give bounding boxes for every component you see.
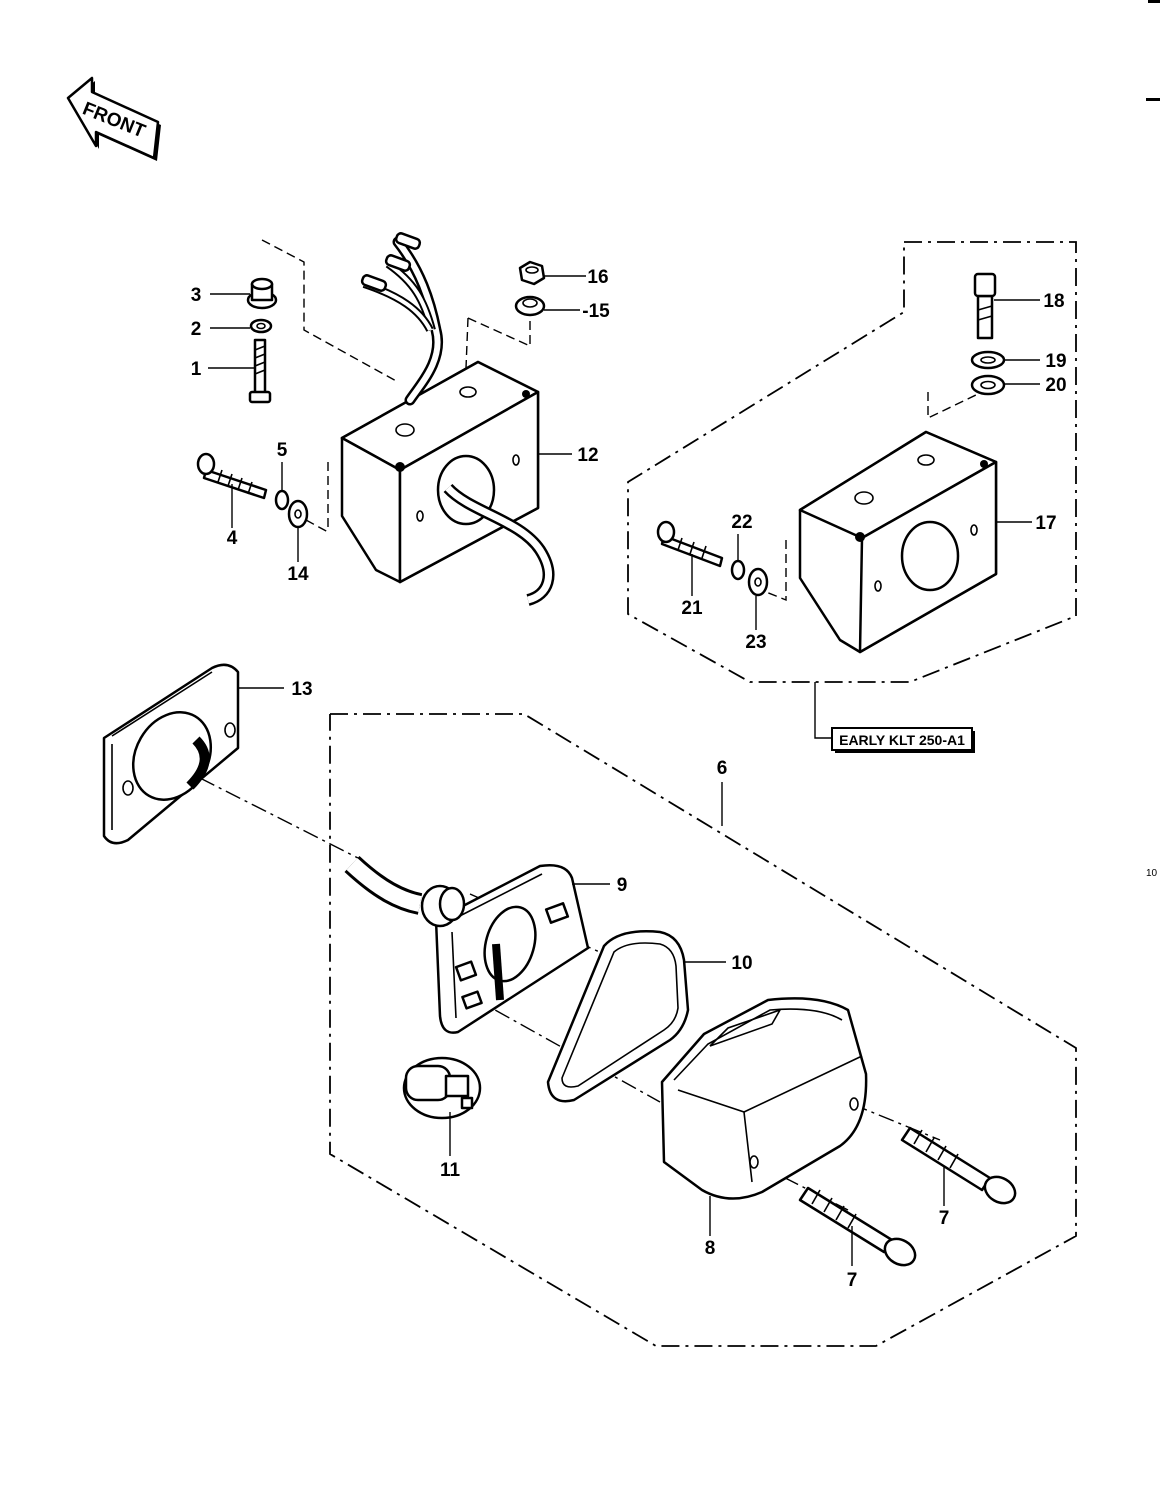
washer-2 <box>249 318 273 334</box>
variant-label: EARLY KLT 250-A1 <box>839 732 965 748</box>
base-9 <box>344 855 590 1034</box>
callout-7-lower: 7 <box>847 1270 858 1291</box>
callout-4: 4 <box>227 528 238 549</box>
bracket-12 <box>340 232 555 606</box>
lockwasher-22 <box>730 559 746 581</box>
callout-20: 20 <box>1045 375 1066 396</box>
screw-7-upper <box>900 1126 1017 1205</box>
callout-7-upper: 7 <box>939 1208 950 1229</box>
bolt-21 <box>656 520 724 568</box>
bracket-17 <box>798 430 998 654</box>
callout-10: 10 <box>731 953 752 974</box>
callout-16: 16 <box>587 267 608 288</box>
collar-3 <box>246 277 278 310</box>
front-arrow: FRONT <box>66 76 161 161</box>
tail-light-boundary <box>329 713 1077 1347</box>
gasket-10 <box>546 930 690 1103</box>
callout-19: 19 <box>1045 351 1066 372</box>
gasket-13 <box>102 663 240 845</box>
lens-8 <box>660 997 868 1200</box>
variant-label-box <box>831 727 973 751</box>
callout-21: 21 <box>681 598 703 619</box>
grommet-15 <box>514 295 546 317</box>
washer-14 <box>287 499 309 529</box>
bulb-11 <box>402 1056 482 1120</box>
callout-23: 23 <box>745 632 766 653</box>
callout-3: 3 <box>191 285 202 306</box>
screw-7-lower <box>798 1186 917 1267</box>
callout-11: 11 <box>440 1160 461 1181</box>
callout-22: 22 <box>731 512 752 533</box>
callout-15: -15 <box>582 301 610 322</box>
nut-16 <box>518 260 546 286</box>
callout-14: 14 <box>287 564 309 585</box>
bolt-4 <box>196 452 268 500</box>
variant-leader <box>814 682 832 739</box>
callout-12: 12 <box>577 445 598 466</box>
callout-8: 8 <box>705 1238 716 1259</box>
callout-2: 2 <box>191 319 202 340</box>
screw-1 <box>248 338 272 404</box>
callout-18: 18 <box>1043 291 1064 312</box>
washer-20 <box>970 374 1006 396</box>
edge-mark-middle <box>1146 98 1160 101</box>
lockwasher-19 <box>970 350 1006 370</box>
page-ref: 10 <box>1146 868 1158 879</box>
washer-23 <box>747 567 769 597</box>
callout-9: 9 <box>617 875 628 896</box>
callout-5: 5 <box>277 440 288 461</box>
variant-boundary <box>627 241 1077 683</box>
callout-17: 17 <box>1035 513 1056 534</box>
lockwasher-5 <box>274 489 290 511</box>
edge-mark-top <box>1148 0 1160 3</box>
callout-13: 13 <box>291 679 312 700</box>
callout-6: 6 <box>717 758 728 779</box>
callout-1: 1 <box>191 359 202 380</box>
bolt-18 <box>973 272 997 340</box>
